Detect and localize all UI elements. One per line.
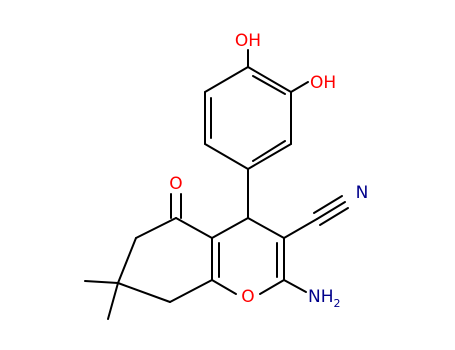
pyran-ring — [211, 217, 285, 295]
amine-subscript: 2 — [334, 297, 341, 310]
phenyl-ring — [204, 66, 292, 170]
bond — [211, 217, 249, 239]
bond — [204, 143, 249, 170]
oh-top-label: OH — [235, 31, 261, 51]
amine-nh-text: NH — [308, 287, 334, 307]
cyclohexenone-ring — [117, 217, 213, 303]
bond — [117, 237, 137, 284]
double-bond-inner — [252, 75, 286, 95]
bond-to-amine — [283, 279, 307, 293]
triple-bond — [313, 195, 343, 214]
triple-bond — [319, 207, 349, 226]
methyl-bond — [84, 280, 119, 284]
bond — [247, 66, 292, 93]
bond — [204, 66, 249, 93]
methyl-bond — [107, 282, 119, 320]
amine-label: NH2 — [308, 287, 341, 310]
bond-to-ring-o — [211, 279, 237, 295]
oh-right-label: OH — [310, 73, 336, 93]
bond — [135, 217, 177, 239]
bond — [169, 279, 213, 303]
bond-to-ring-o — [259, 279, 285, 295]
triple-bond — [316, 201, 346, 220]
ketone-oxygen-label: O — [169, 174, 182, 194]
bond-to-oh-right — [290, 81, 309, 93]
nitrile-nitrogen-label: N — [356, 183, 369, 203]
bond — [247, 217, 285, 239]
double-bond-inner — [252, 140, 286, 162]
bond — [283, 218, 318, 239]
ring-oxygen-label: O — [241, 287, 254, 307]
bond — [175, 217, 213, 239]
bond — [247, 143, 292, 170]
bond — [117, 282, 171, 303]
